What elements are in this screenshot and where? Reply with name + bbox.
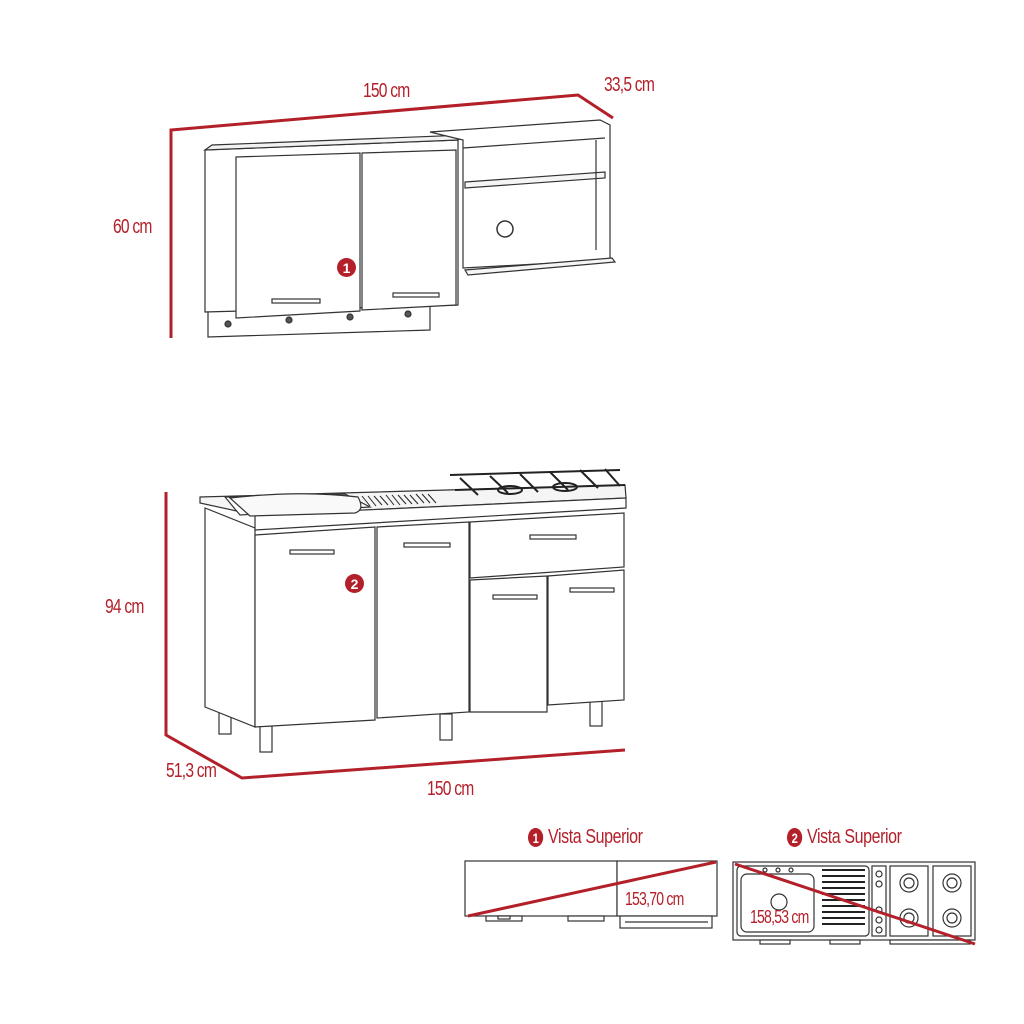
wall-width-label: 150 cm bbox=[363, 80, 410, 102]
base-cabinet-marker: 2 bbox=[345, 574, 364, 593]
wall-dimension-lines bbox=[169, 93, 614, 338]
top-view-1-diagonal bbox=[467, 860, 717, 918]
top-view-1-label: Vista Superior bbox=[548, 826, 643, 848]
top-view-2-drawing bbox=[732, 861, 976, 945]
top-view-1-diagonal-label: 153,70 cm bbox=[625, 889, 684, 909]
base-dimension-lines bbox=[164, 492, 626, 780]
top-view-2-marker: 2 bbox=[787, 828, 803, 847]
top-view-2-caption: 2 Vista Superior bbox=[787, 826, 902, 849]
wall-cabinet-drawing bbox=[203, 119, 617, 338]
base-height-label: 94 cm bbox=[105, 596, 144, 618]
top-view-1-caption: 1 Vista Superior bbox=[528, 826, 643, 849]
top-view-2-diagonal-label: 158,53 cm bbox=[750, 907, 809, 927]
top-view-1-drawing bbox=[464, 860, 718, 929]
wall-depth-label: 33,5 cm bbox=[604, 74, 655, 96]
top-view-1-marker: 1 bbox=[528, 828, 544, 847]
top-view-2-label: Vista Superior bbox=[807, 826, 902, 848]
base-width-label: 150 cm bbox=[427, 778, 474, 800]
base-depth-label: 51,3 cm bbox=[166, 760, 217, 782]
wall-height-label: 60 cm bbox=[113, 216, 152, 238]
top-view-2-diagonal bbox=[734, 862, 976, 946]
wall-cabinet-marker: 1 bbox=[337, 258, 356, 277]
base-cabinet-drawing bbox=[199, 468, 627, 753]
